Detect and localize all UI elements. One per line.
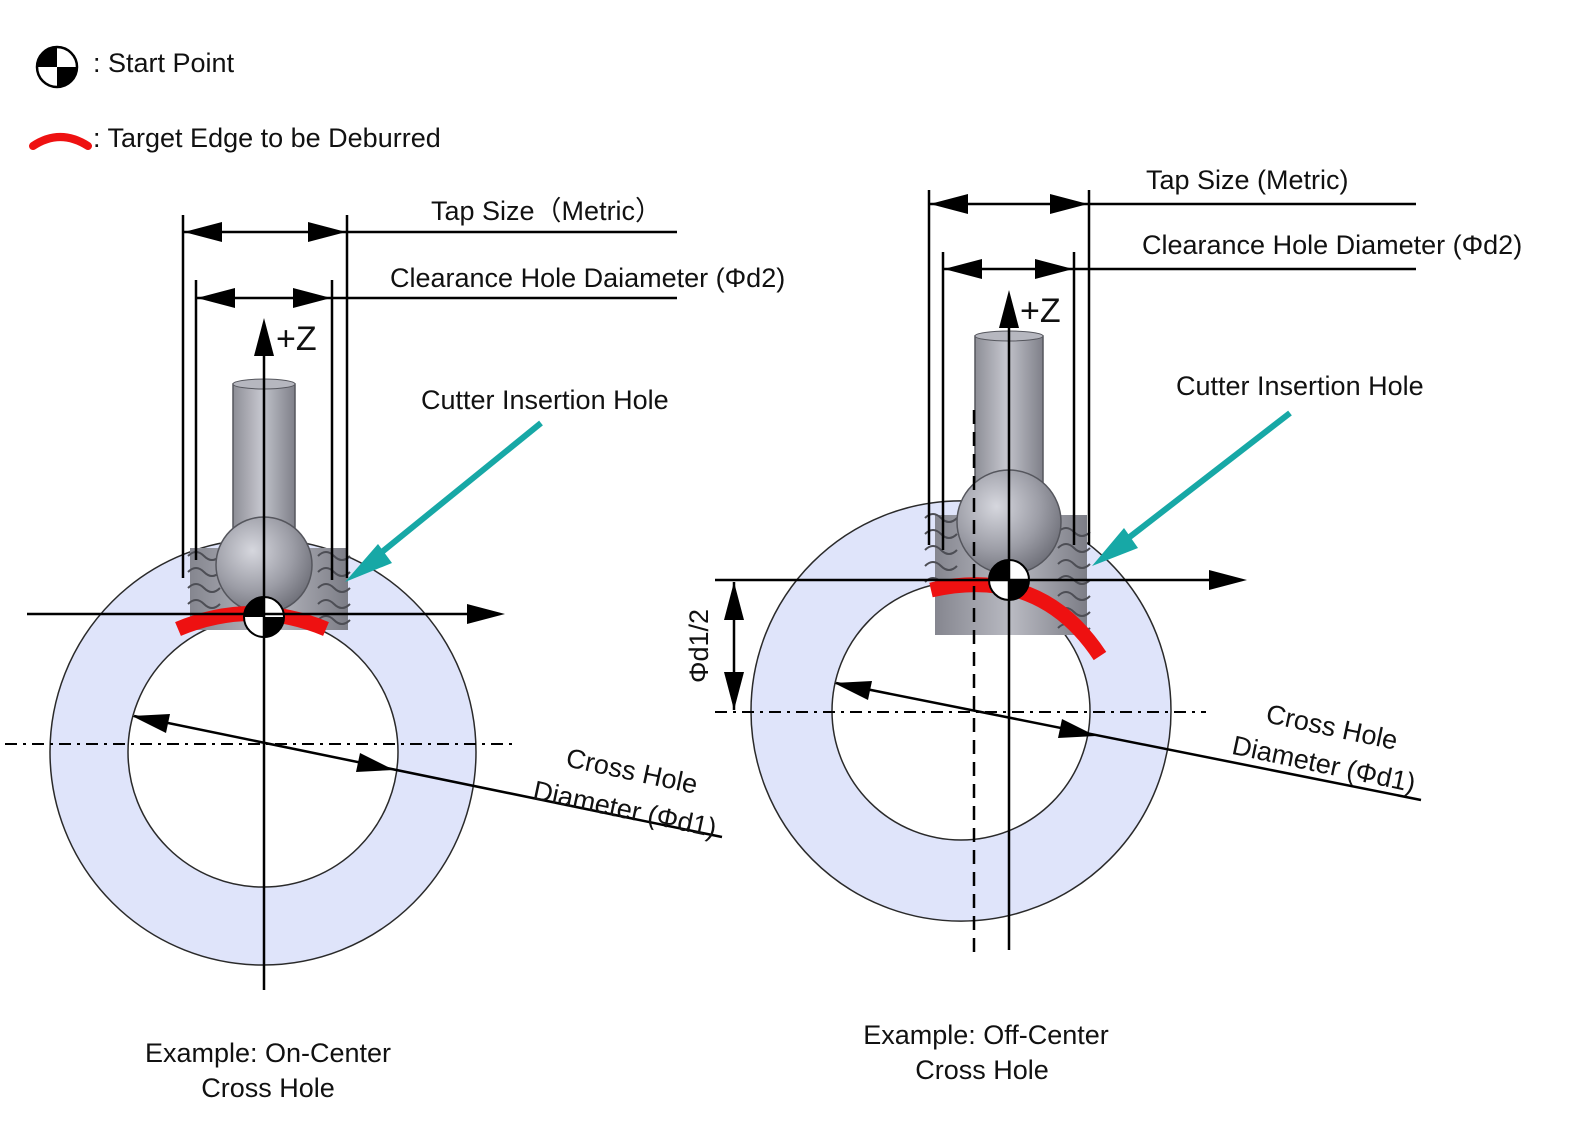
legend-start-point-label: : Start Point	[93, 48, 235, 78]
left-cross-hole-dimension-line	[133, 714, 723, 839]
left-cutter-insertion-label: Cutter Insertion Hole	[421, 385, 669, 415]
right-offset-label: Φd1/2	[684, 609, 714, 683]
left-x-axis-arrowhead	[467, 604, 505, 624]
left-workpiece-ring	[49, 538, 477, 966]
left-caption-line1: Example: On-Center	[145, 1038, 391, 1068]
left-cutter-insertion-arrowhead	[345, 544, 392, 582]
legend-target-edge-label: : Target Edge to be Deburred	[93, 123, 441, 153]
right-tap-size-label: Tap Size (Metric)	[1146, 165, 1349, 195]
right-example-figure: +Z Φd1/2 Tap Size (Metric) Clearance Hol…	[684, 165, 1522, 1085]
legend: : Start Point : Target Edge to be Deburr…	[29, 45, 441, 153]
right-z-axis-arrowhead	[999, 290, 1019, 328]
right-cutter-insertion-arrowhead	[1092, 528, 1138, 566]
right-target-edge	[929, 577, 1107, 661]
left-z-axis-arrowhead	[254, 318, 274, 356]
right-z-axis-label: +Z	[1020, 292, 1061, 330]
left-example-figure: +Z Tap Size（Metric） Clearance Hole Daiam…	[5, 196, 785, 1103]
left-z-axis-label: +Z	[276, 320, 317, 358]
right-caption-line2: Cross Hole	[915, 1055, 1049, 1085]
target-edge-icon	[29, 133, 92, 150]
left-tap-size-label: Tap Size（Metric）	[431, 196, 662, 226]
right-x-axis-arrowhead	[1209, 570, 1247, 590]
right-cutter-insertion-leader	[1116, 410, 1292, 549]
right-caption-line1: Example: Off-Center	[863, 1020, 1109, 1050]
left-clearance-hole-label: Clearance Hole Daiameter (Φd2)	[390, 263, 785, 293]
right-clearance-hole-label: Clearance Hole Diameter (Φd2)	[1142, 230, 1522, 260]
right-cutter-insertion-label: Cutter Insertion Hole	[1176, 371, 1424, 401]
right-cross-hole-dimension-line	[835, 681, 1422, 802]
left-cutter-insertion-leader	[370, 420, 543, 563]
start-point-icon	[35, 45, 79, 89]
left-caption-line2: Cross Hole	[201, 1073, 335, 1103]
